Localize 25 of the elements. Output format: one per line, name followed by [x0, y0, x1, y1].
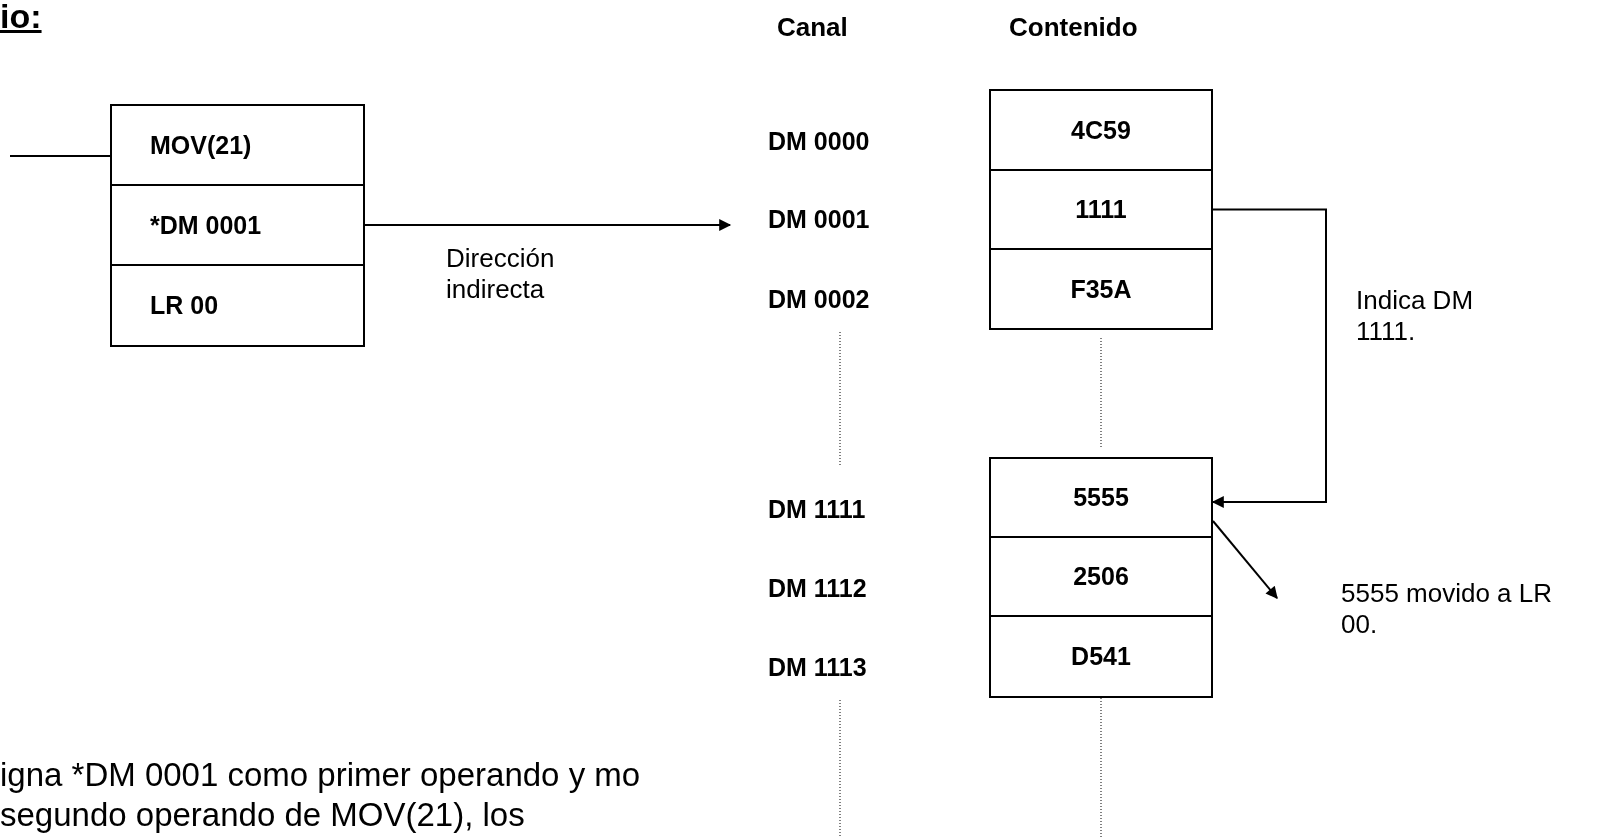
- column-header: Contenido: [1009, 12, 1138, 43]
- paragraph: igna *DM 0001 como primer operando y mo segundo operando de MOV(21), los: [0, 755, 642, 835]
- memory-cell: 2506: [989, 536, 1213, 617]
- channel-label: DM 1112: [768, 573, 867, 603]
- note-text: 5555 movido a LR 00.: [1341, 578, 1556, 640]
- memory-cell: F35A: [989, 248, 1213, 330]
- channel-label: DM 1111: [768, 494, 866, 524]
- channel-label: DM 0002: [768, 284, 870, 314]
- line: [9, 155, 111, 157]
- channel-label: DM 0001: [768, 204, 870, 234]
- memory-cell: 5555: [989, 457, 1213, 538]
- column-header: Canal: [777, 12, 848, 43]
- memory-cell: LR 00: [110, 264, 365, 347]
- edge-label: Indica DM 1111.: [1356, 285, 1475, 347]
- memory-cell: MOV(21): [110, 104, 365, 186]
- memory-cell: *DM 0001: [110, 184, 365, 266]
- memory-cell: D541: [989, 615, 1213, 698]
- memory-cell: 4C59: [989, 89, 1213, 171]
- memory-cell: 1111: [989, 169, 1213, 250]
- heading: io:: [0, 0, 42, 36]
- edge-label: Dirección indirecta: [446, 243, 556, 305]
- channel-label: DM 0000: [768, 126, 870, 156]
- arrow: [1212, 520, 1278, 599]
- channel-label: DM 1113: [768, 652, 867, 682]
- arrow: [364, 219, 732, 231]
